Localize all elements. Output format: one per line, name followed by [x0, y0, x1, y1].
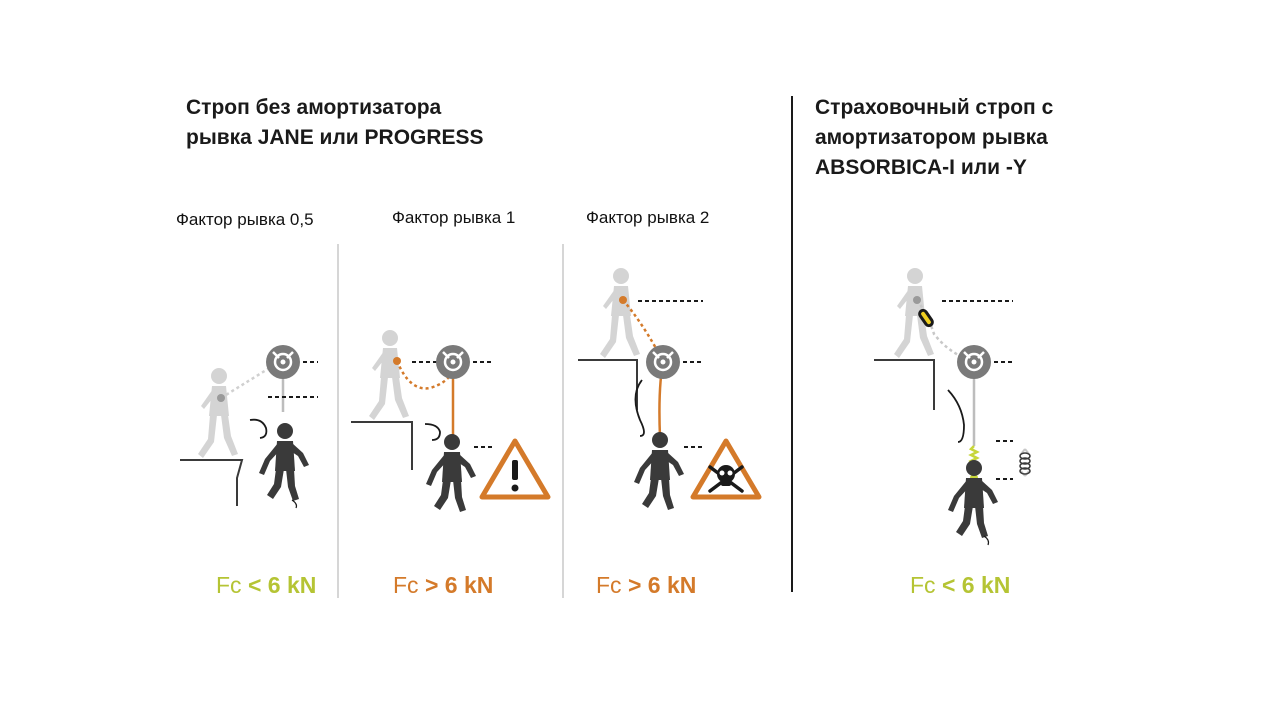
title-line: амортизатором рывка [815, 126, 1048, 149]
anchor-icon [644, 343, 682, 381]
lanyard-path [220, 362, 277, 400]
ledge-edge [351, 421, 413, 470]
exclamation-warning-icon [479, 438, 551, 500]
force-label: Fc > 6 kN [393, 572, 493, 599]
shock-absorber-pack-icon [918, 308, 934, 328]
anchor-icon [955, 343, 993, 381]
climber-falling-figure [948, 460, 998, 538]
panel-with-absorber [874, 268, 1031, 546]
section-title-with-absorber: Страховочный строп с амортизатором рывка… [815, 93, 1053, 183]
force-value: > 6 kN [424, 572, 494, 598]
climber-standing-figure [369, 330, 409, 420]
ledge-edge [578, 359, 638, 410]
attachment-point [217, 394, 225, 402]
force-value: > 6 kN [627, 572, 697, 598]
ledge-edge [874, 359, 935, 410]
fall-trajectory [947, 389, 965, 443]
climber-hanging-figure [634, 432, 684, 510]
fall-trajectory [249, 418, 268, 439]
fall-factor-label: Фактор рывка 2 [586, 208, 710, 227]
attachment-point [619, 296, 627, 304]
force-prefix: Fc [393, 572, 419, 598]
fall-trajectory [424, 423, 441, 441]
panel-factor-1 [351, 330, 551, 512]
title-line: Строп без амортизатора [186, 96, 442, 119]
attachment-point [393, 357, 401, 365]
ledge-edge [180, 459, 244, 506]
panel-factor-0-5 [180, 343, 318, 509]
force-label: Fc > 6 kN [596, 572, 696, 599]
force-value: < 6 kN [941, 572, 1011, 598]
force-label: Fc < 6 kN [910, 572, 1010, 599]
climber-hanging-figure [426, 434, 476, 512]
climber-standing-figure [198, 368, 238, 458]
lanyard-path [622, 299, 659, 351]
fall-factor-label: Фактор рывка 1 [392, 208, 516, 227]
spring-elongation-icon [1019, 448, 1031, 477]
anchor-icon [264, 343, 302, 381]
motion-lines [291, 499, 298, 509]
section-title-no-absorber: Строп без амортизатора рывка JANE или PR… [186, 93, 484, 153]
title-line: рывка JANE или PROGRESS [186, 126, 484, 149]
force-prefix: Fc [216, 572, 242, 598]
attachment-point [913, 296, 921, 304]
force-label: Fc < 6 kN [216, 572, 316, 599]
force-prefix: Fc [596, 572, 622, 598]
title-line: ABSORBICA-I или -Y [815, 156, 1027, 179]
motion-lines [983, 535, 990, 546]
anchor-icon [434, 343, 472, 381]
climber-standing-figure [600, 268, 640, 358]
title-line: Страховочный строп с [815, 96, 1054, 119]
panel-factor-2 [578, 268, 762, 510]
skull-warning-icon [690, 438, 762, 500]
fall-factor-label: Фактор рывка 0,5 [176, 210, 314, 229]
force-value: < 6 kN [247, 572, 317, 598]
fall-trajectory [634, 379, 645, 437]
force-prefix: Fc [910, 572, 936, 598]
lanyard-path [915, 299, 961, 358]
